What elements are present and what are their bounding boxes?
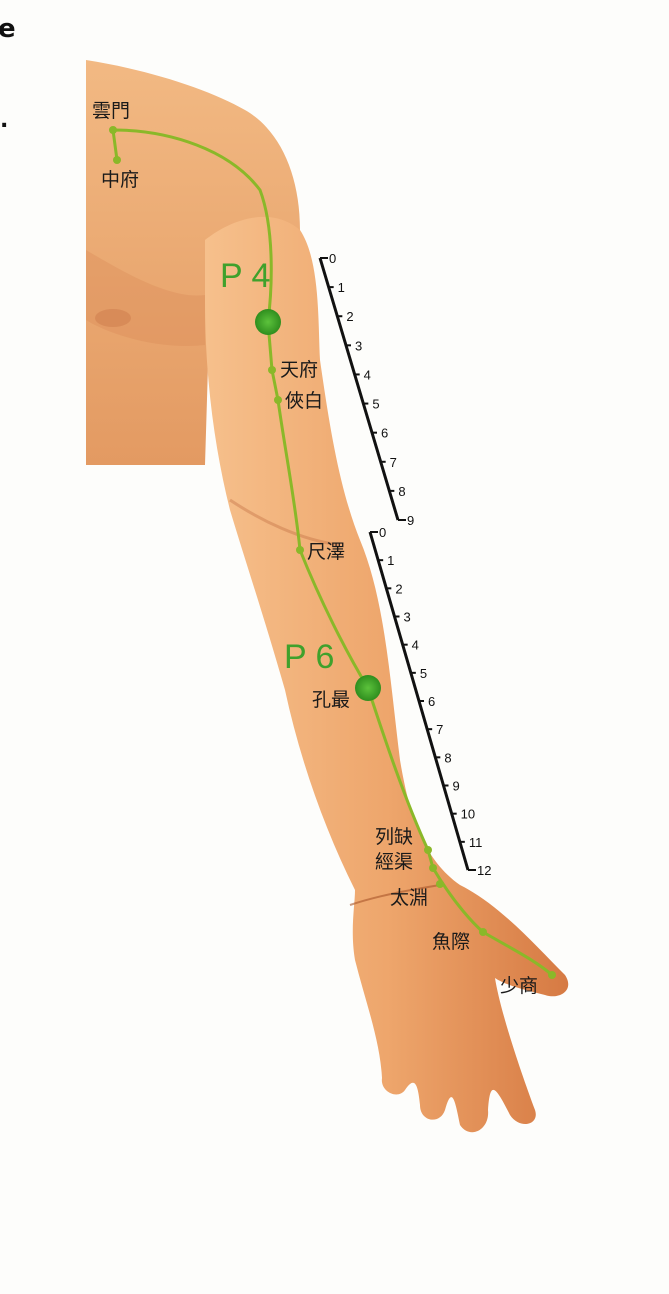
point-dot-yunmen: [109, 126, 117, 134]
forearm-scale-tick-label: 9: [453, 779, 460, 794]
forearm-scale-tick-label: 12: [477, 863, 491, 878]
forearm-scale-tick-label: 7: [436, 722, 443, 737]
point-label-lieque: 列缺: [375, 826, 413, 848]
upper-arm-scale-tick-label: 4: [364, 367, 371, 382]
upper-arm-scale-tick-label: 2: [346, 309, 353, 324]
point-dot-yuji: [479, 928, 487, 936]
marker-dot-p4: [255, 309, 281, 335]
point-label-xiabai: 俠白: [285, 390, 323, 412]
forearm-scale-tick-label: 2: [395, 581, 402, 596]
point-label-zhongfu: 中府: [101, 169, 139, 191]
upper-arm-scale-tick-label: 1: [338, 280, 345, 295]
upper-arm-scale-tick-label: 9: [407, 513, 414, 528]
upper-arm-scale-tick-label: 6: [381, 426, 388, 441]
point-dot-xiabai: [274, 396, 282, 404]
point-dot-jingqu: [429, 864, 437, 872]
upper-arm-scale-tick-label: 3: [355, 338, 362, 353]
marker-label-p4: P 4: [220, 257, 270, 295]
forearm-scale-tick-label: 8: [444, 750, 451, 765]
forearm-scale-tick-label: 11: [469, 835, 483, 850]
forearm-scale-tick-label: 4: [412, 638, 419, 653]
forearm-scale-tick-label: 5: [420, 666, 427, 681]
marker-label-p6: P 6: [284, 638, 334, 676]
point-label-shaoshang: 少商: [500, 975, 538, 997]
marker-dot-p6: [355, 675, 381, 701]
upper-arm-scale-tick-label: 0: [329, 251, 336, 266]
point-dot-shaoshang: [548, 971, 556, 979]
upper-arm-scale-tick-label: 8: [398, 484, 405, 499]
upper-arm-scale-tick-label: 5: [372, 397, 379, 412]
point-dot-zhongfu: [113, 156, 121, 164]
forearm-scale-tick-label: 1: [387, 553, 394, 568]
point-dot-tianfu: [268, 366, 276, 374]
forearm-scale-tick-label: 10: [461, 807, 475, 822]
point-label-yuji: 魚際: [432, 931, 470, 953]
forearm-scale-tick-label: 6: [428, 694, 435, 709]
point-label-tianfu: 天府: [280, 359, 318, 381]
point-label-kongzui: 孔最: [312, 689, 350, 711]
point-label-taiyuan: 太淵: [390, 887, 428, 909]
point-label-jingqu: 經渠: [375, 851, 413, 873]
point-dot-taiyuan: [436, 880, 444, 888]
point-dot-chize: [296, 546, 304, 554]
point-label-yunmen: 雲門: [92, 100, 130, 122]
upper-arm-scale-tick-label: 7: [390, 455, 397, 470]
forearm-scale-tick-label: 3: [404, 610, 411, 625]
point-dot-lieque: [424, 846, 432, 854]
forearm-scale-tick-label: 0: [379, 525, 386, 540]
point-label-chize: 尺澤: [307, 541, 345, 563]
